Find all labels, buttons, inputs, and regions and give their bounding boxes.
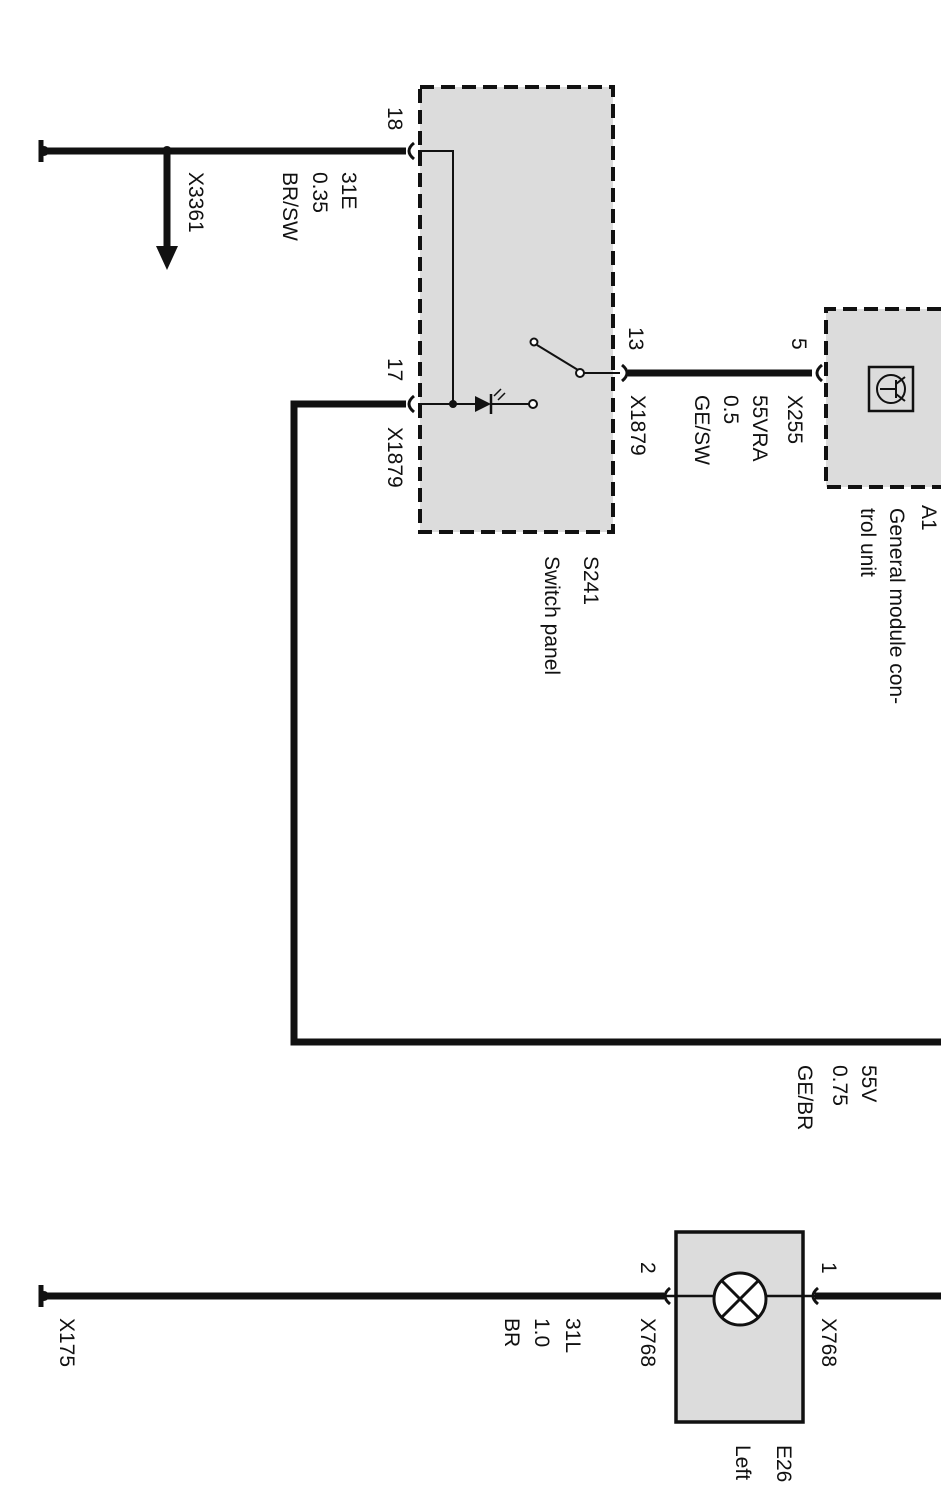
connector-x1879-left: X1879 [383, 427, 406, 488]
wire-31l-name: 31L [561, 1318, 584, 1353]
general-module-name-2: trol unit [856, 508, 879, 577]
connector-x1879-right: X1879 [626, 395, 649, 456]
pin-label-2: 2 [636, 1262, 659, 1274]
wire-55v-color: GE/BR [793, 1065, 816, 1130]
wire-55v-size: 0.75 [828, 1065, 851, 1106]
general-module-box [824, 307, 941, 489]
lamp-box [674, 1230, 805, 1424]
transistor-icon [867, 365, 915, 413]
pin-connector-icon [407, 141, 823, 1306]
wire-55v-name: 55V [857, 1065, 880, 1102]
connector-x3361: X3361 [184, 172, 207, 233]
switch-panel-internal [418, 150, 620, 414]
wire-55vra-color: GE/SW [690, 395, 713, 465]
connector-x255: X255 [783, 395, 806, 444]
wire-31e-name: 31E [337, 172, 360, 209]
switch-panel-name: Switch panel [540, 556, 563, 675]
ground-icon [38, 1285, 49, 1307]
wire-31l-size: 1.0 [530, 1318, 553, 1347]
lamp-name: Left [731, 1445, 754, 1480]
connector-x768-right: X768 [817, 1318, 840, 1367]
switch-contact-icon [529, 337, 620, 378]
wire-55v [290, 400, 941, 1046]
pin-label-17: 17 [383, 358, 406, 381]
connector-x768-left: X768 [636, 1318, 659, 1367]
wire-31e-color: BR/SW [278, 172, 301, 241]
general-module-id: A1 [917, 505, 940, 531]
connector-x175: X175 [55, 1318, 78, 1367]
switch-panel-id: S241 [579, 556, 602, 605]
pin-label-1: 1 [817, 1262, 840, 1274]
ground-icon [38, 140, 49, 162]
pin-label-13: 13 [624, 327, 647, 350]
lamp-bulb-icon [664, 1271, 815, 1327]
general-module-name-1: General module con- [885, 508, 908, 704]
wire-55vra-size: 0.5 [719, 395, 742, 424]
switch-panel-box [418, 85, 615, 534]
lamp-id: E26 [772, 1445, 795, 1482]
pin-label-18: 18 [383, 107, 406, 130]
arrow-down-icon [156, 246, 178, 270]
pin-label-5: 5 [787, 338, 810, 350]
wire-31l-color: BR [500, 1318, 523, 1347]
wire-55vra-name: 55VRA [748, 395, 771, 462]
wire-31e-size: 0.35 [308, 172, 331, 213]
